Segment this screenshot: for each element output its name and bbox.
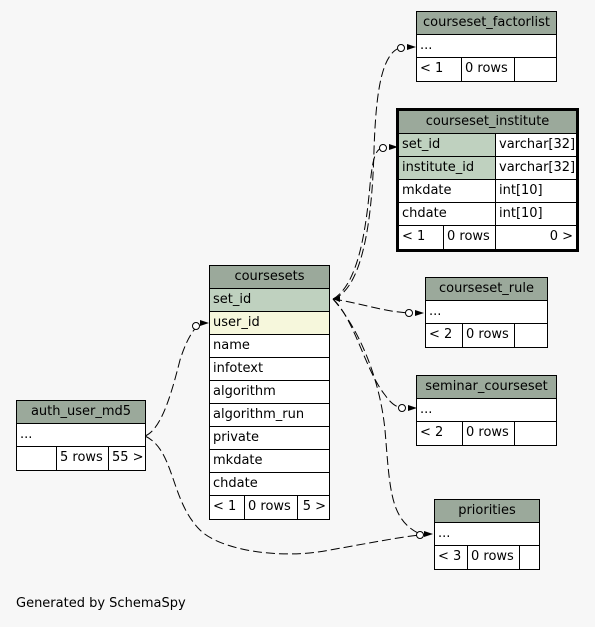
column-row: set_id varchar[32]	[399, 134, 576, 157]
table-header: coursesets	[210, 266, 329, 289]
column-row: set_id	[210, 289, 329, 312]
ellipsis-row: ...	[417, 35, 556, 58]
parents-count: < 2	[420, 425, 444, 440]
table-courseset-rule[interactable]: courseset_rule ... < 2 0 rows	[425, 277, 548, 348]
children-count	[514, 58, 556, 81]
children-count	[514, 422, 556, 445]
parents-count: < 1	[213, 499, 237, 514]
column-name: mkdate	[213, 453, 263, 468]
column-name: set_id	[399, 134, 495, 156]
table-header: auth_user_md5	[17, 401, 145, 424]
edge-institute	[332, 146, 386, 300]
ellipsis-row: ...	[417, 399, 556, 422]
column-name: institute_id	[399, 157, 495, 179]
table-name: auth_user_md5	[30, 404, 132, 419]
table-name: priorities	[458, 503, 516, 518]
column-type: int[10]	[495, 180, 576, 202]
row-count: 0 rows	[443, 226, 495, 249]
parents-count: < 2	[429, 327, 453, 342]
children-count	[514, 324, 547, 347]
edge-priorities	[332, 298, 421, 535]
table-coursesets[interactable]: coursesets set_id user_id name infotext …	[209, 265, 330, 520]
parents-count: < 1	[420, 61, 444, 76]
column-name: private	[213, 430, 259, 445]
table-header: courseset_rule	[426, 278, 547, 301]
children-count: 0 >	[495, 226, 576, 249]
column-row: institute_id varchar[32]	[399, 157, 576, 180]
column-name: chdate	[213, 476, 258, 491]
table-header: seminar_courseset	[417, 376, 556, 399]
column-name: user_id	[213, 315, 260, 330]
children-count: 5 >	[297, 496, 329, 519]
row-count: 0 rows	[462, 324, 514, 347]
table-header: courseset_factorlist	[417, 12, 556, 35]
table-courseset-factorlist[interactable]: courseset_factorlist ... < 1 0 rows	[416, 11, 557, 82]
column-row: user_id	[210, 312, 329, 335]
edge-auth-priorities	[144, 435, 421, 555]
edge-user	[144, 324, 201, 437]
table-name: seminar_courseset	[425, 379, 548, 394]
column-row: algorithm_run	[210, 404, 329, 427]
column-row: chdate	[210, 473, 329, 496]
column-row: mkdate int[10]	[399, 180, 576, 203]
row-count: 0 rows	[461, 58, 514, 81]
column-type: varchar[32]	[495, 134, 576, 156]
parents-count: < 3	[438, 549, 462, 564]
column-row: algorithm	[210, 381, 329, 404]
column-row: chdate int[10]	[399, 203, 576, 226]
row-count: 0 rows	[244, 496, 297, 519]
column-type: int[10]	[495, 203, 576, 225]
table-header: courseset_institute	[399, 111, 576, 134]
table-name: courseset_rule	[438, 281, 535, 296]
table-footer: < 1 0 rows 5 >	[210, 496, 329, 519]
column-name: name	[213, 338, 250, 353]
parents-count	[17, 447, 56, 470]
table-footer: < 1 0 rows 0 >	[399, 226, 576, 249]
ellipsis-row: ...	[17, 424, 145, 447]
table-name: courseset_institute	[425, 114, 550, 129]
edge-rule	[332, 298, 411, 314]
ellipsis-row: ...	[426, 301, 547, 324]
table-footer: < 3 0 rows	[435, 546, 539, 569]
column-row: infotext	[210, 358, 329, 381]
table-priorities[interactable]: priorities ... < 3 0 rows	[434, 499, 540, 570]
ellipsis-row: ...	[435, 523, 539, 546]
column-row: mkdate	[210, 450, 329, 473]
edge-seminar	[332, 298, 405, 409]
row-count: 5 rows	[56, 447, 108, 470]
column-name: chdate	[402, 206, 447, 221]
column-name: infotext	[213, 361, 264, 376]
row-count: 0 rows	[467, 546, 519, 569]
children-count	[519, 546, 539, 569]
column-row: name	[210, 335, 329, 358]
edge-factorlist	[332, 46, 404, 300]
generated-by-label: Generated by SchemaSpy	[16, 596, 186, 611]
table-name: courseset_factorlist	[422, 15, 550, 30]
column-name: algorithm_run	[213, 407, 305, 422]
table-name: coursesets	[234, 269, 305, 284]
row-count: 0 rows	[462, 422, 514, 445]
table-footer: < 1 0 rows	[417, 58, 556, 81]
column-row: private	[210, 427, 329, 450]
table-footer: < 2 0 rows	[426, 324, 547, 347]
table-seminar-courseset[interactable]: seminar_courseset ... < 2 0 rows	[416, 375, 557, 446]
table-courseset-institute[interactable]: courseset_institute set_id varchar[32] i…	[396, 108, 579, 252]
table-auth-user-md5[interactable]: auth_user_md5 ... 5 rows 55 >	[16, 400, 146, 471]
column-name: mkdate	[402, 183, 452, 198]
column-name: algorithm	[213, 384, 276, 399]
table-header: priorities	[435, 500, 539, 523]
table-footer: < 2 0 rows	[417, 422, 556, 445]
parents-count: < 1	[402, 229, 426, 244]
table-footer: 5 rows 55 >	[17, 447, 145, 470]
children-count: 55 >	[108, 447, 145, 470]
column-type: varchar[32]	[495, 157, 576, 179]
column-name: set_id	[213, 292, 252, 307]
